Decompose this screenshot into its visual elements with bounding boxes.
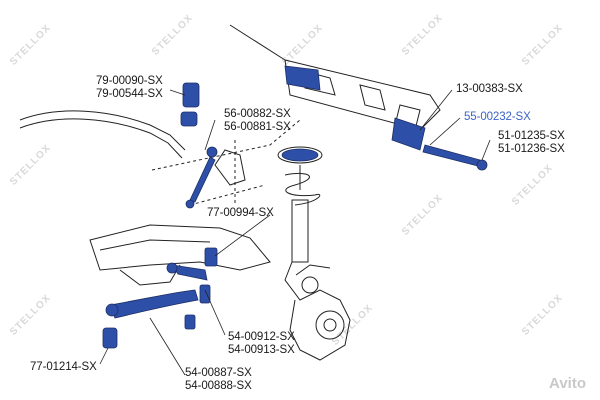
subframe bbox=[89, 224, 271, 271]
label-79-00090: 79-00090-SX bbox=[96, 75, 163, 87]
tie-rod bbox=[422, 144, 481, 167]
label-79-00544: 79-00544-SX bbox=[96, 88, 163, 100]
steering-boot-left bbox=[284, 65, 321, 91]
avito-watermark: Avito bbox=[549, 375, 586, 392]
stabilizer-link bbox=[189, 156, 216, 203]
label-56-00882: 56-00882-SX bbox=[224, 108, 291, 120]
label-54-00887: 54-00887-SX bbox=[185, 367, 252, 379]
stabilizer-link-top bbox=[206, 146, 218, 158]
wheel-hub bbox=[315, 310, 345, 340]
coil-spring bbox=[284, 172, 321, 206]
label-51-01236: 51-01236-SX bbox=[498, 143, 565, 155]
strut-mount bbox=[281, 148, 319, 162]
label-56-00881: 56-00881-SX bbox=[224, 121, 291, 133]
tie-rod-end bbox=[476, 159, 488, 171]
stabilizer-bar bbox=[19, 110, 186, 151]
arm-bushing-994 bbox=[204, 247, 218, 267]
label-77-00994: 77-00994-SX bbox=[207, 207, 274, 219]
label-55-00232: 55-00232-SX bbox=[464, 111, 531, 123]
steering-rack bbox=[284, 59, 441, 131]
label-54-00913: 54-00913-SX bbox=[228, 344, 295, 356]
label-13-00383: 13-00383-SX bbox=[456, 83, 523, 95]
stabilizer-bracket bbox=[214, 149, 246, 186]
steering-knuckle bbox=[284, 261, 351, 361]
arm-bushing-1214 bbox=[102, 327, 118, 349]
shock-body bbox=[291, 199, 309, 263]
inner-tie-rod-left bbox=[229, 24, 286, 61]
label-54-00888: 54-00888-SX bbox=[185, 380, 252, 392]
stabilizer-bushing bbox=[182, 82, 200, 108]
label-77-01214: 77-01214-SX bbox=[30, 361, 97, 373]
label-51-01235: 51-01235-SX bbox=[498, 130, 565, 142]
label-54-00912: 54-00912-SX bbox=[228, 331, 295, 343]
steering-boot-right bbox=[391, 117, 426, 151]
control-arm-lower bbox=[109, 289, 199, 319]
